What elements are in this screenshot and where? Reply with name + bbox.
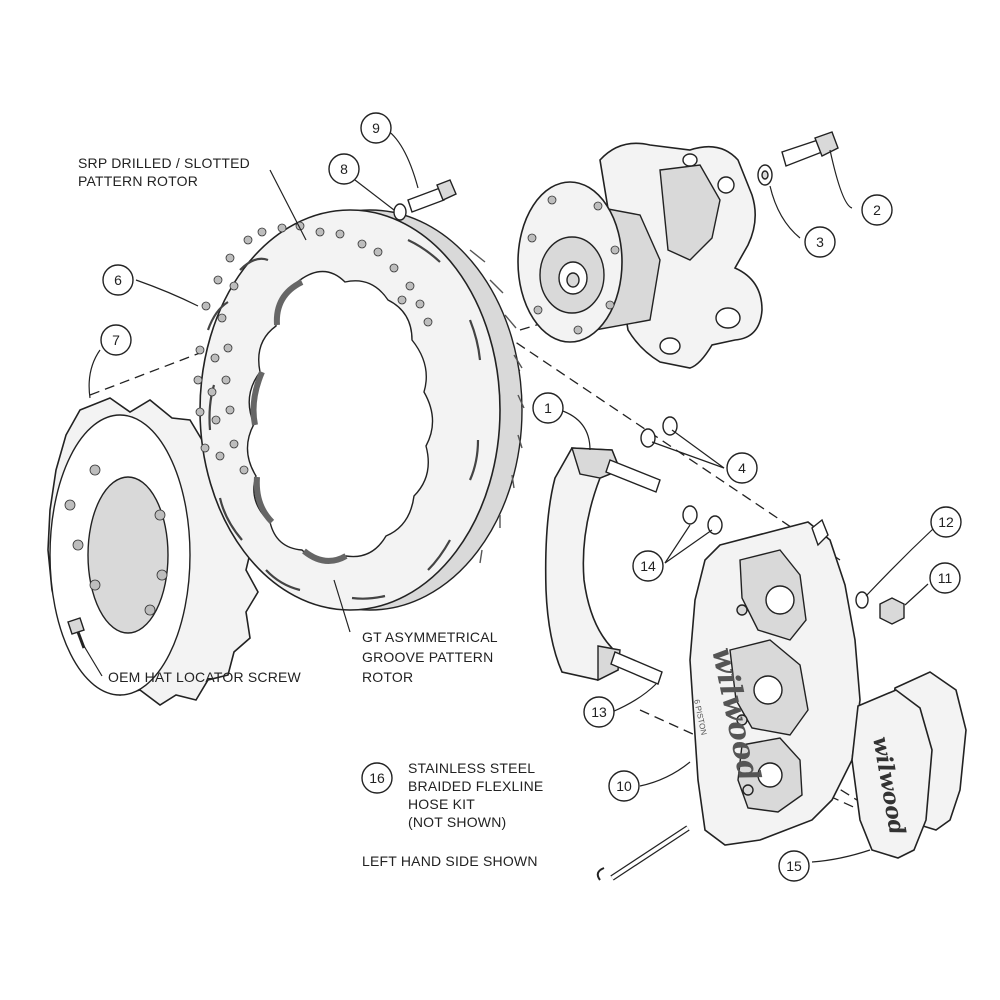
rotor-hat: [47, 397, 259, 706]
rotor-vent-fins: [469, 249, 525, 564]
svg-text:14: 14: [640, 558, 656, 574]
srp-rotor-label: SRP DRILLED / SLOTTED PATTERN ROTOR: [78, 155, 250, 189]
svg-text:9: 9: [372, 120, 380, 136]
callout-11: 11: [929, 562, 961, 594]
brake-rotor: [193, 209, 525, 611]
callout-10: 10: [608, 770, 640, 802]
flexline-label-line1: STAINLESS STEEL: [408, 760, 535, 776]
svg-text:16: 16: [369, 770, 385, 786]
srp-rotor-label-line2: PATTERN ROTOR: [78, 173, 198, 189]
mounting-washer: [757, 164, 773, 186]
callout-9: 9: [360, 112, 392, 144]
flexline-label-line3: HOSE KIT: [408, 796, 475, 812]
mounting-bolt: [781, 131, 839, 167]
callout-14: 14: [632, 550, 664, 582]
svg-text:11: 11: [938, 570, 953, 586]
bracket-bolt: [407, 179, 457, 213]
bracket-washer: [393, 203, 407, 221]
bracket-studs: [605, 459, 663, 685]
callout-8: 8: [328, 153, 360, 185]
callout-1: 1: [532, 392, 564, 424]
gt-rotor-label-line3: ROTOR: [362, 669, 413, 685]
callout-15: 15: [778, 850, 810, 882]
gt-rotor-label: GT ASYMMETRICAL GROOVE PATTERN ROTOR: [362, 629, 498, 685]
oem-hat-screw-label: OEM HAT LOCATOR SCREW: [108, 669, 302, 685]
flexline-label: STAINLESS STEEL BRAIDED FLEXLINE HOSE KI…: [408, 760, 543, 830]
svg-text:12: 12: [938, 514, 954, 530]
callout-16: 16: [361, 762, 393, 794]
svg-text:13: 13: [591, 704, 607, 720]
callout-7: 7: [100, 324, 132, 356]
oem-hat-locator-screw: [67, 617, 86, 649]
rotor-grooves: [206, 239, 482, 600]
caliper-body: wilwood 6 PISTON: [689, 518, 861, 846]
svg-text:8: 8: [340, 161, 348, 177]
svg-text:4: 4: [738, 460, 746, 476]
flexline-label-line2: BRAIDED FLEXLINE: [408, 778, 543, 794]
srp-rotor-label-line1: SRP DRILLED / SLOTTED: [78, 155, 250, 171]
brake-pads: wilwood: [851, 671, 967, 859]
rotor-drilled-holes: [193, 221, 433, 475]
callout-12: 12: [930, 506, 962, 538]
callout-3: 3: [804, 226, 836, 258]
callout-6: 6: [102, 264, 134, 296]
svg-text:6: 6: [114, 272, 122, 288]
svg-text:15: 15: [786, 858, 802, 874]
callout-4: 4: [726, 452, 758, 484]
gt-rotor-label-line2: GROOVE PATTERN: [362, 649, 493, 665]
svg-text:10: 10: [616, 778, 632, 794]
caliper-bracket: [544, 447, 622, 682]
bleeder-nut: [879, 597, 905, 625]
left-hand-side-note: LEFT HAND SIDE SHOWN: [362, 853, 538, 869]
bracket-shims: [640, 416, 723, 535]
svg-text:7: 7: [112, 332, 120, 348]
gt-rotor-label-line1: GT ASYMMETRICAL: [362, 629, 498, 645]
caliper-retaining-pin: [596, 825, 690, 881]
svg-text:3: 3: [816, 234, 824, 250]
flexline-label-line4: (NOT SHOWN): [408, 814, 506, 830]
bleed-screw: [855, 591, 869, 609]
hub-upright-assembly: [517, 142, 763, 369]
callout-2: 2: [861, 194, 893, 226]
callout-13: 13: [583, 696, 615, 728]
svg-text:1: 1: [544, 400, 552, 416]
svg-text:2: 2: [873, 202, 881, 218]
